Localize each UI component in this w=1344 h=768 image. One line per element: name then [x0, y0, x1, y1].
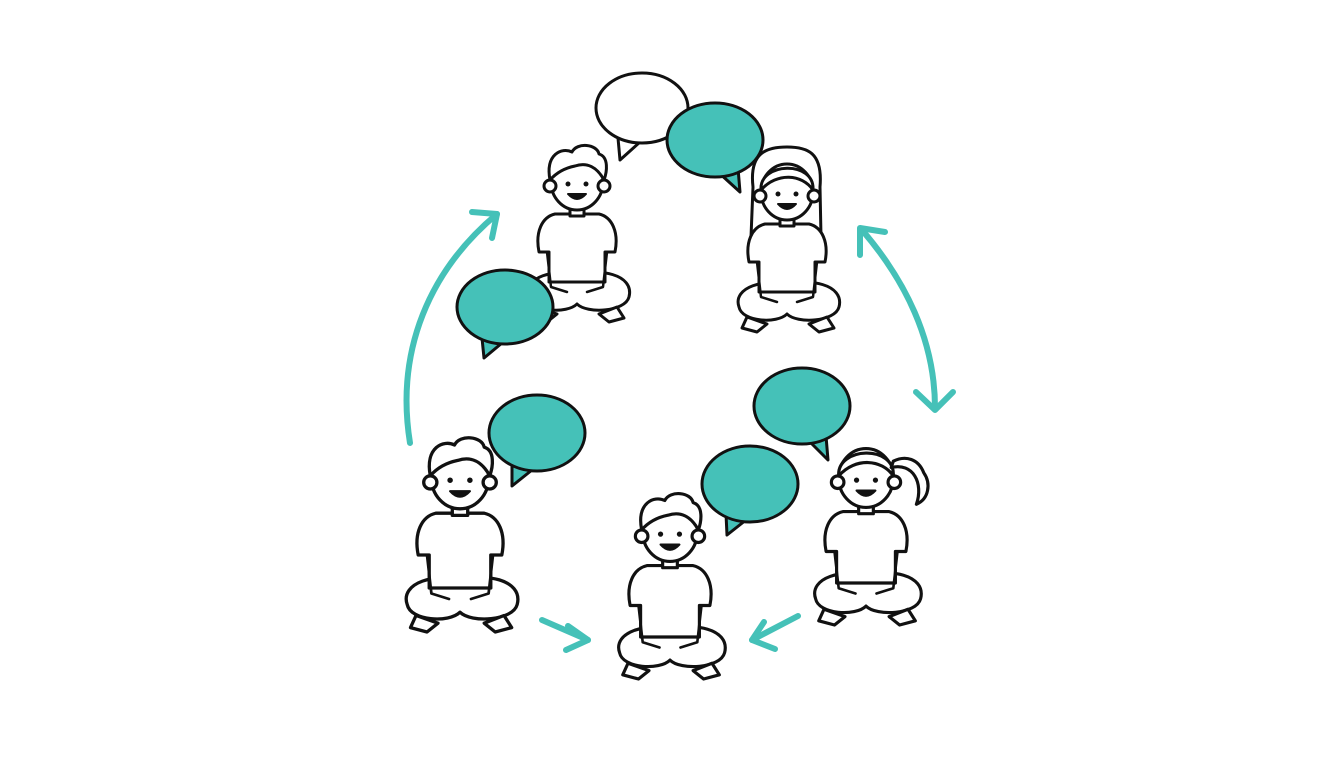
ear — [633, 528, 650, 545]
arrow-shaft — [749, 613, 801, 643]
speech-bubble-teal-top — [665, 101, 765, 194]
ear — [596, 178, 612, 194]
ear — [422, 474, 439, 491]
arrowhead-icon — [913, 389, 956, 413]
eye — [775, 191, 781, 197]
arms — [755, 260, 819, 304]
eye — [447, 477, 453, 483]
arms — [425, 553, 495, 601]
person-right-girl — [813, 447, 930, 627]
speech-bubble-icon — [487, 393, 587, 473]
arrow-shaft — [859, 227, 938, 411]
speech-bubble-icon — [700, 444, 800, 524]
arrow-left-arc — [403, 209, 500, 446]
ear — [752, 188, 768, 204]
flow-arrows — [403, 209, 956, 653]
eye — [657, 531, 664, 537]
ponytail — [889, 456, 930, 506]
shoe — [597, 305, 626, 324]
t-shirt — [823, 510, 909, 585]
shoe — [408, 613, 440, 634]
speech-bubble-teal-center-right — [700, 444, 800, 537]
shoe — [740, 315, 769, 334]
shoe — [621, 661, 651, 681]
hair-fringe — [759, 166, 815, 192]
arrow-right-double — [857, 225, 956, 413]
short-hair — [547, 144, 608, 182]
ear — [806, 188, 822, 204]
speech-bubble-icon — [752, 366, 852, 446]
eye — [793, 191, 799, 197]
arms — [833, 550, 899, 595]
arms — [637, 604, 703, 649]
ear — [481, 474, 498, 491]
arrowhead-icon — [857, 225, 888, 258]
eye — [853, 477, 860, 483]
t-shirt — [536, 212, 618, 284]
smile — [777, 203, 797, 210]
t-shirt — [627, 564, 713, 639]
smile — [855, 489, 877, 497]
ear — [542, 178, 558, 194]
ear — [829, 474, 846, 491]
smile — [659, 543, 681, 551]
arrow-bottom-left — [539, 617, 591, 653]
t-shirt — [415, 511, 505, 590]
short-hair — [639, 492, 703, 532]
eye — [583, 181, 589, 187]
shoe — [807, 315, 836, 334]
eye — [676, 531, 683, 537]
hair-fringe — [837, 451, 895, 478]
t-shirt — [746, 222, 828, 294]
person-center-boy — [617, 492, 727, 681]
speech-bubble-teal-right — [752, 366, 852, 462]
arms — [545, 250, 609, 294]
person-left-boy — [404, 436, 520, 634]
shoe — [817, 607, 847, 627]
speech-bubble-teal-upper-left — [455, 268, 555, 360]
arrow-shaft — [403, 211, 500, 446]
people-group — [404, 144, 930, 681]
eye — [467, 477, 473, 483]
arrowhead-icon — [469, 209, 500, 241]
eye — [872, 477, 879, 483]
speech-bubble-plain-top — [594, 71, 690, 162]
speech-bubbles — [455, 71, 852, 537]
smile — [567, 193, 587, 200]
speech-bubble-icon — [665, 101, 765, 179]
eye — [565, 181, 571, 187]
smile — [448, 490, 472, 498]
ear — [886, 474, 903, 491]
ear — [690, 528, 707, 545]
person-top-right-girl — [736, 145, 842, 334]
shoe — [482, 613, 514, 634]
shoe — [691, 661, 721, 681]
arrow-bottom-right — [749, 613, 801, 652]
short-hair — [427, 436, 494, 478]
shoe — [887, 607, 917, 627]
speech-bubble-icon — [455, 268, 555, 346]
arrowhead-icon — [563, 623, 591, 653]
speech-bubble-teal-lower-left — [487, 393, 587, 488]
arrowhead-icon — [749, 619, 778, 652]
